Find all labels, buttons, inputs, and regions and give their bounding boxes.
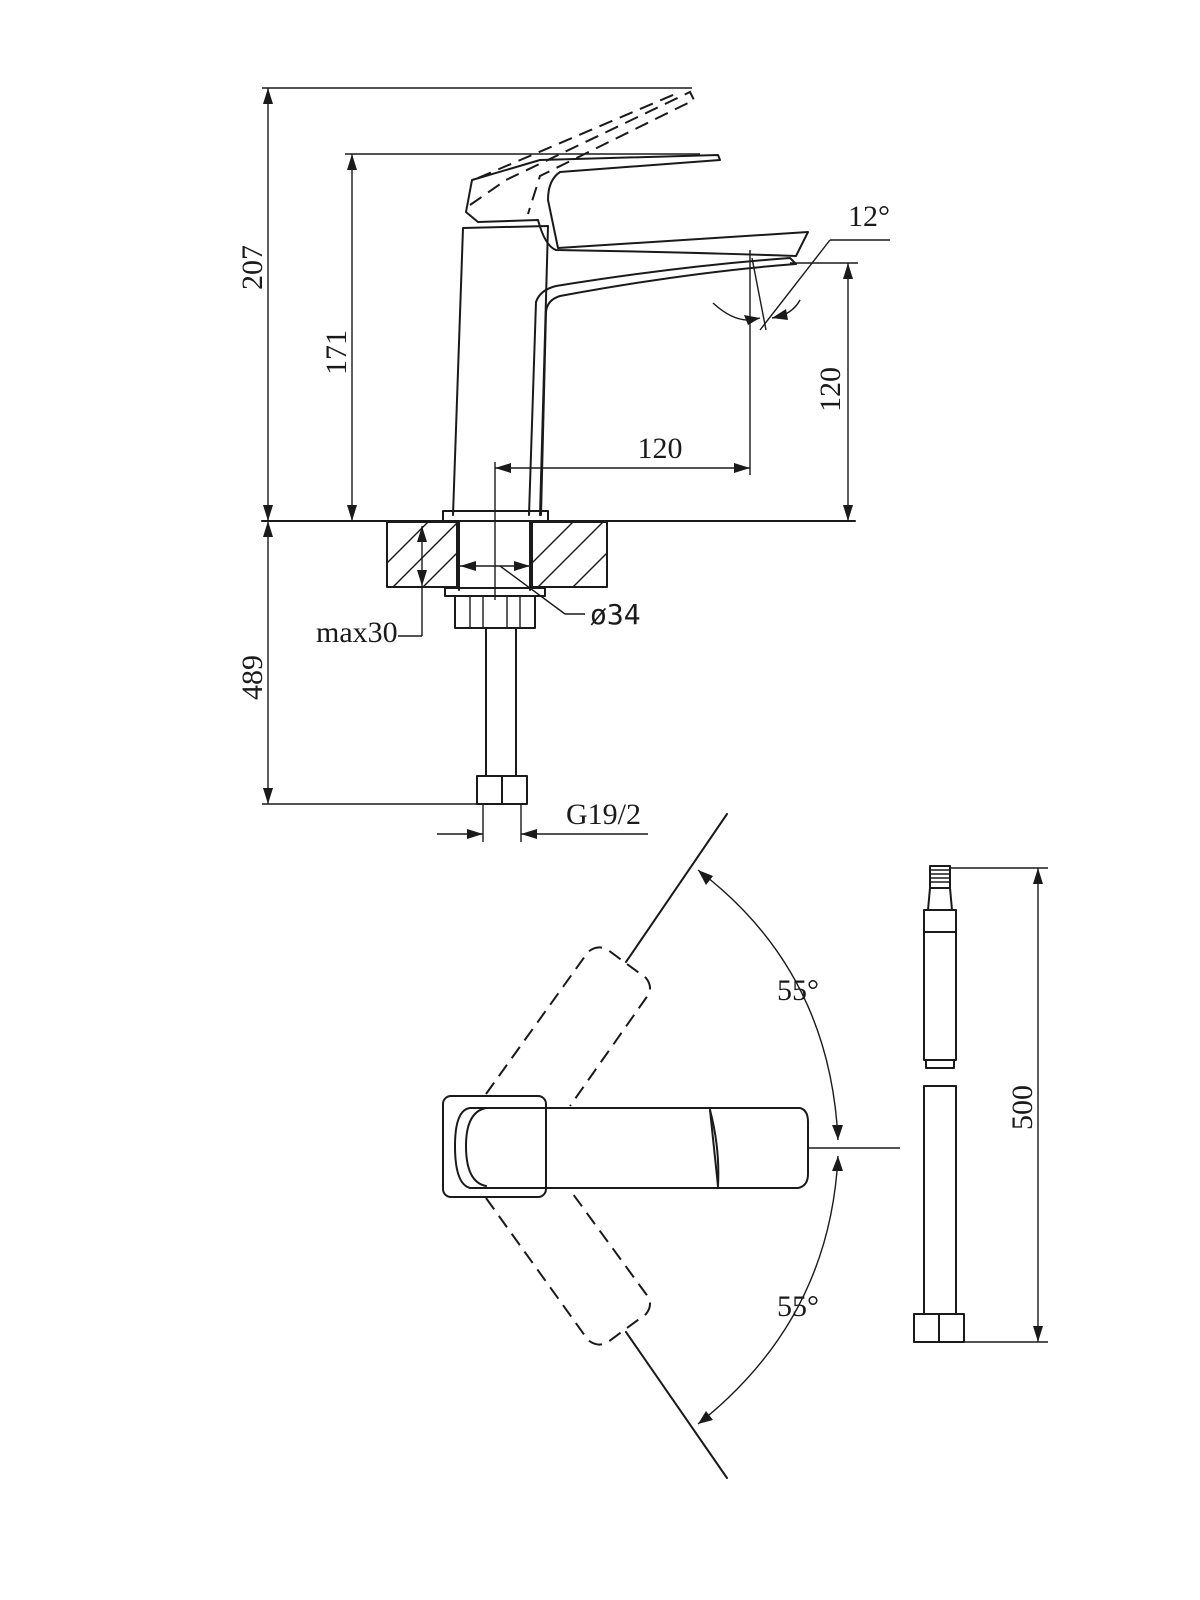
top-handle-rotated-up bbox=[485, 946, 651, 1107]
top-handle-rotated-down bbox=[485, 1189, 651, 1346]
mounting-nut bbox=[454, 595, 536, 629]
dim-rotation-upper: 55° bbox=[777, 974, 819, 1007]
dim-spout-reach: 120 bbox=[638, 432, 683, 465]
handle-raised-dashed-top bbox=[477, 91, 681, 179]
dim-connection: G19/2 bbox=[566, 798, 641, 831]
dim-hose-below: 489 bbox=[236, 655, 269, 700]
dim-spout-angle: 12° bbox=[848, 200, 890, 233]
handle-raised-dashed bbox=[469, 90, 696, 215]
handle-lever bbox=[465, 154, 809, 257]
dim-hole-diameter: ø34 bbox=[590, 598, 641, 631]
hose-view: 500 bbox=[913, 865, 1048, 1343]
hose-upper-segment bbox=[923, 931, 957, 1061]
dim-spout-height: 120 bbox=[814, 367, 847, 412]
hose-thread-fitting bbox=[929, 865, 951, 889]
side-view: 207 171 120 120 12° 489 bbox=[236, 87, 890, 842]
dim-hose-length: 500 bbox=[1006, 1085, 1039, 1130]
dim-body-height: 171 bbox=[320, 330, 353, 375]
dim-rotation-lower: 55° bbox=[777, 1290, 819, 1323]
deck-section-right bbox=[531, 521, 608, 588]
deck-hatch-right bbox=[532, 522, 607, 587]
deck-hatch-left bbox=[387, 522, 457, 587]
dim-total-height: 207 bbox=[236, 245, 269, 290]
top-view: 55° 55° bbox=[442, 813, 900, 1479]
spout-outline bbox=[528, 257, 797, 516]
dim-max-deck: max30 bbox=[316, 616, 398, 649]
hose-lower-segment bbox=[923, 1085, 957, 1315]
top-body bbox=[442, 1095, 547, 1198]
top-handle bbox=[469, 1107, 809, 1189]
